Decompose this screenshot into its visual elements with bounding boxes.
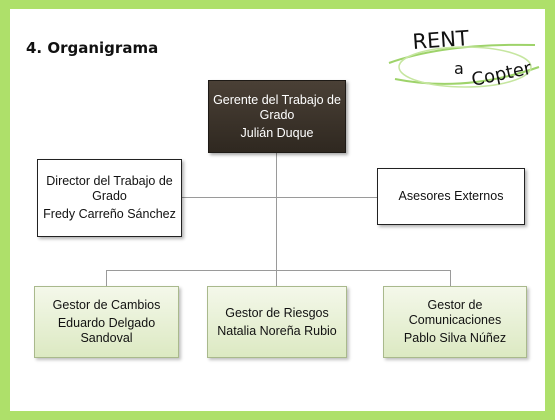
logo-text-rent: RENT bbox=[412, 26, 470, 54]
logo-text-a: a bbox=[454, 59, 464, 78]
org-node-role: Gerente del Trabajo de Grado bbox=[213, 92, 341, 122]
connector-horizontal-staff bbox=[182, 197, 377, 198]
connector-vertical-main bbox=[276, 153, 277, 278]
org-node-role: Gestor de Riesgos bbox=[225, 305, 329, 320]
org-node-name: Natalia Noreña Rubio bbox=[217, 323, 337, 338]
org-node-role: Director del Trabajo de Grado bbox=[46, 174, 173, 203]
org-node-role: Gestor de Cambios bbox=[52, 298, 161, 312]
org-node-name: Eduardo Delgado Sandoval bbox=[57, 316, 156, 345]
slide-title: 4. Organigrama bbox=[26, 39, 159, 57]
org-node-asesores: Asesores Externos bbox=[377, 168, 525, 225]
connector-manager-left bbox=[106, 270, 107, 286]
rent-a-copter-logo: RENT a Copter bbox=[388, 26, 540, 91]
connector-manager-right bbox=[450, 270, 451, 286]
org-node-name: Pablo Silva Núñez bbox=[403, 331, 507, 345]
org-node-role: Gestor de Comunicaciones bbox=[408, 298, 502, 327]
org-node-name: Fredy Carreño Sánchez bbox=[43, 207, 176, 221]
org-node-gerente: Gerente del Trabajo de Grado Julián Duqu… bbox=[208, 80, 346, 153]
org-node-role: Asesores Externos bbox=[398, 189, 504, 203]
logo-text-copter: Copter bbox=[470, 58, 534, 91]
slide: 4. Organigrama RENT a Copter Gerente del… bbox=[10, 9, 545, 411]
org-node-name: Julián Duque bbox=[240, 125, 314, 140]
org-node-gestor-cambios: Gestor de Cambios Eduardo Delgado Sandov… bbox=[34, 286, 179, 358]
connector-horizontal-managers bbox=[106, 270, 451, 271]
org-node-gestor-riesgos: Gestor de Riesgos Natalia Noreña Rubio bbox=[207, 286, 347, 358]
org-node-gestor-comunicaciones: Gestor de Comunicaciones Pablo Silva Núñ… bbox=[383, 286, 527, 358]
connector-manager-center bbox=[276, 270, 277, 286]
org-node-director: Director del Trabajo de Grado Fredy Carr… bbox=[37, 159, 182, 237]
